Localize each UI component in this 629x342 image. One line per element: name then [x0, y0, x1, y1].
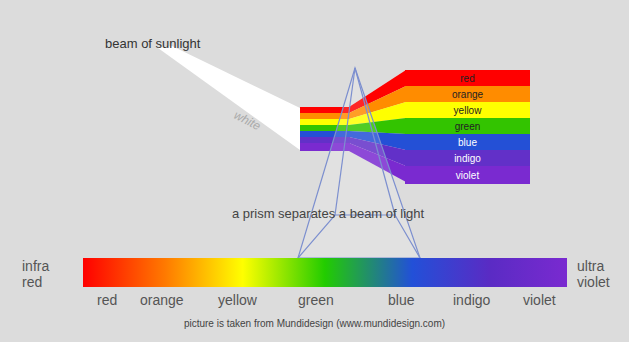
text-label: violet: [523, 292, 556, 308]
band-label: blue: [458, 137, 477, 148]
color-band: indigo: [405, 150, 530, 166]
spectrum-bar: [83, 258, 567, 287]
band-label: green: [455, 121, 481, 132]
color-band: green: [405, 118, 530, 134]
light-beam: [158, 46, 300, 150]
text-label: green: [298, 292, 334, 308]
band-label: indigo: [454, 153, 481, 164]
band-label: orange: [452, 89, 483, 100]
text-label: red: [97, 292, 117, 308]
caption: picture is taken from Mundidesign (www.m…: [0, 318, 629, 329]
text-label: orange: [140, 292, 184, 308]
band-label: violet: [456, 170, 479, 181]
color-band: violet: [405, 166, 530, 184]
range-label: ultra violet: [577, 258, 623, 290]
text-label: indigo: [453, 292, 490, 308]
color-band: orange: [405, 86, 530, 102]
text-label: a prism separates a beam of light: [210, 206, 446, 221]
range-label: infra red: [22, 258, 66, 290]
prism: [298, 68, 420, 258]
text-label: beam of sunlight: [105, 36, 200, 51]
color-band: yellow: [405, 102, 530, 118]
color-band: red: [405, 70, 530, 86]
text-label: blue: [388, 292, 414, 308]
color-band: blue: [405, 134, 530, 150]
text-label: yellow: [218, 292, 257, 308]
band-label: red: [460, 73, 474, 84]
band-label: yellow: [454, 105, 482, 116]
